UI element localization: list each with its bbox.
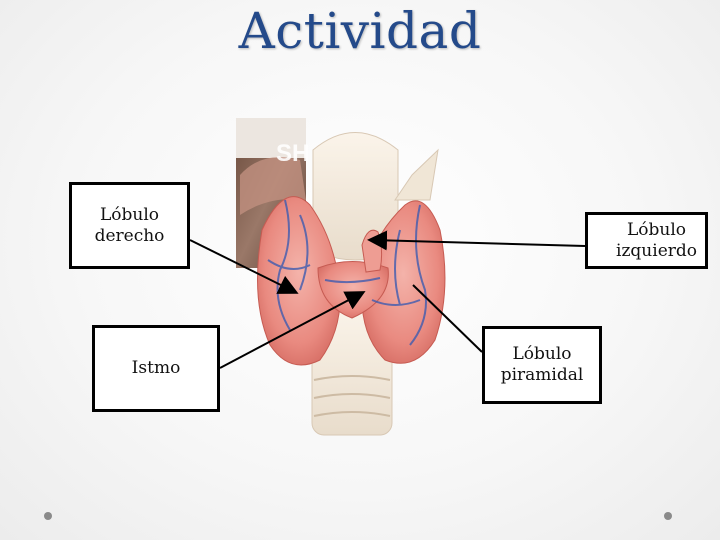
- label-box-right-lobe: Lóbulo derecho: [69, 182, 190, 269]
- arrow-piramidal: [412, 284, 483, 353]
- isthmus: [317, 261, 389, 319]
- label-box-isthmus: Istmo: [92, 325, 220, 412]
- blood-vessels: [267, 199, 427, 346]
- connector-arrows: [189, 230, 586, 369]
- pyramidal-lobe: [361, 229, 383, 273]
- label-isthmus: Istmo: [131, 358, 181, 378]
- background-photo: SH: [236, 118, 309, 268]
- label-right-lobe: Lóbulo derecho: [94, 204, 165, 246]
- arrow-istmo: [219, 291, 366, 369]
- arrow-derecho: [189, 239, 299, 294]
- label-left-lobe: Lóbulo izquierdo: [616, 219, 697, 261]
- label-pyramidal-lobe: Lóbulo piramidal: [500, 344, 584, 385]
- photo-text: SH: [276, 140, 309, 167]
- arrow-izquierdo: [367, 230, 586, 251]
- right-lobe: [257, 196, 341, 366]
- corner-dot-left: [44, 512, 52, 520]
- label-box-pyramidal-lobe: Lóbulo piramidal: [482, 326, 602, 404]
- label-box-left-lobe: Lóbulo izquierdo: [585, 212, 708, 269]
- corner-dot-right: [664, 512, 672, 520]
- slide-title: Actividad: [238, 2, 482, 60]
